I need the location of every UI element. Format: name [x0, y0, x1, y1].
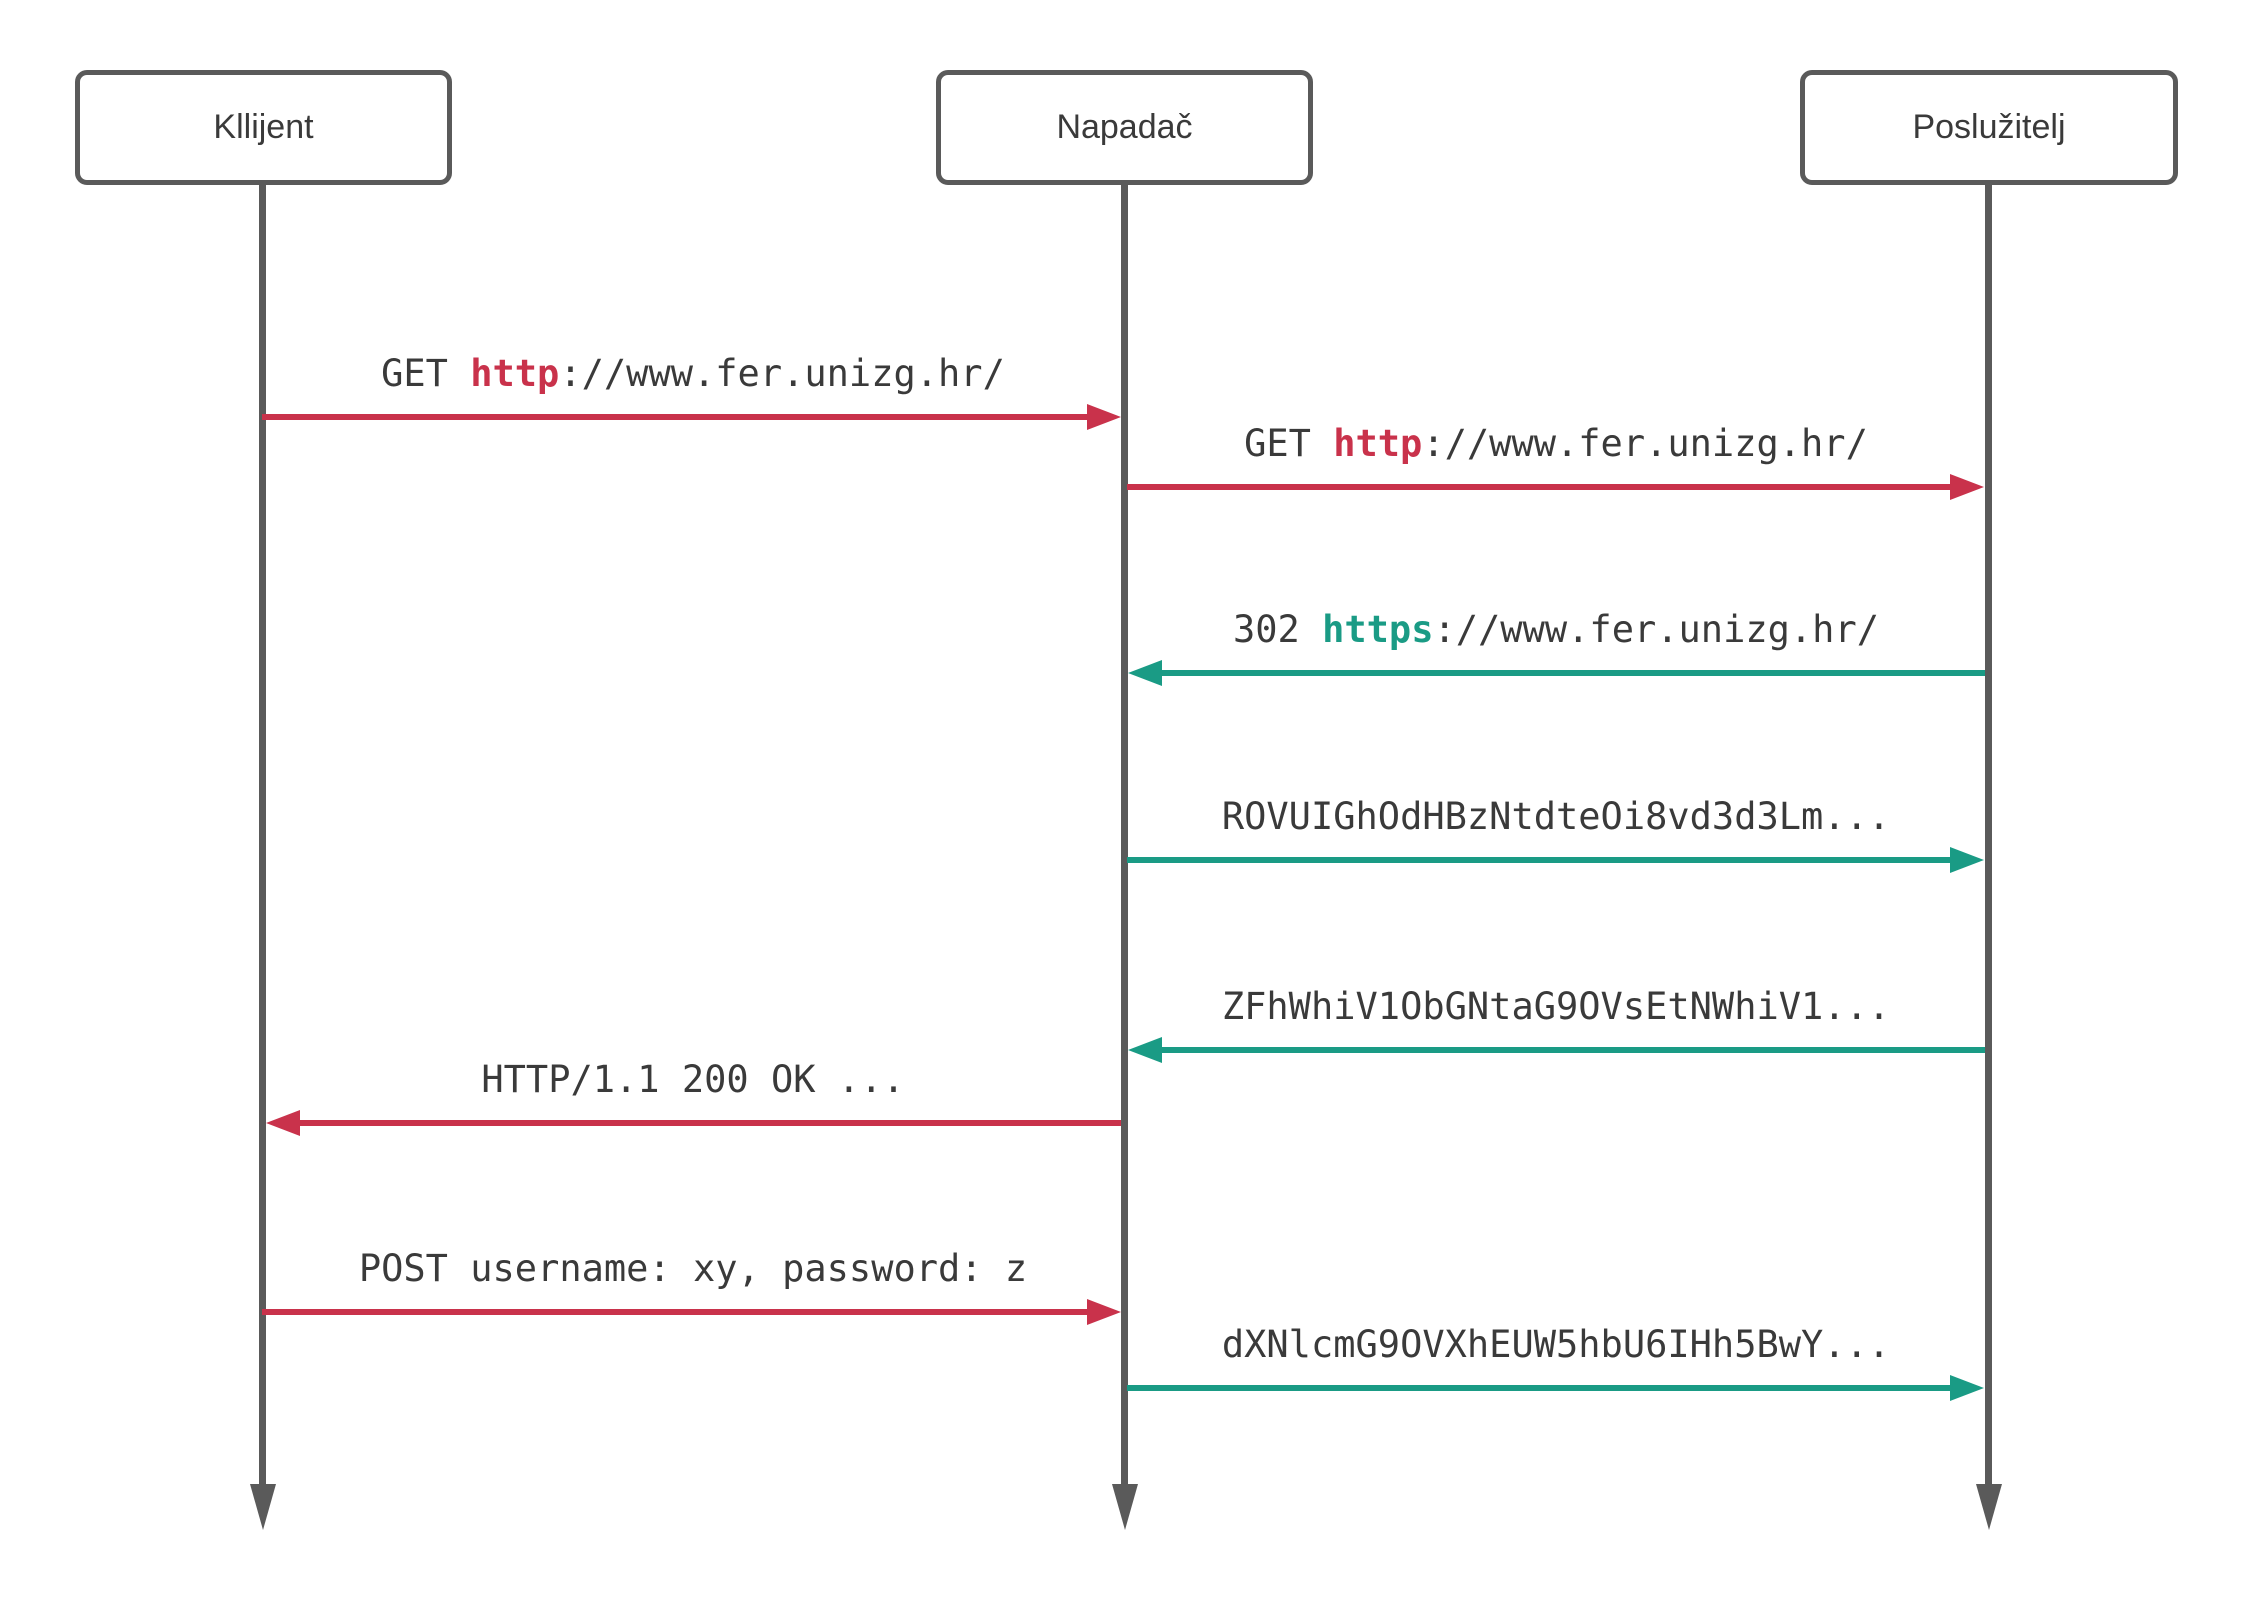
- message-3-text: 302: [1232, 608, 1323, 651]
- message-8-text: dXNlcmG9OVXhEUW5hbU6IHh5BwY...: [1221, 1323, 1891, 1366]
- message-label-3: 302 https://www.fer.unizg.hr/: [1124, 608, 1988, 652]
- arrow-server-to-attacker-2: [1162, 1047, 1985, 1053]
- message-label-5: ZFhWhiV1ObGNtaG9OVsEtNWhiV1...: [1124, 985, 1988, 1029]
- message-7-text: POST username: xy, password: z: [358, 1247, 1028, 1290]
- message-label-6: HTTP/1.1 200 OK ...: [262, 1058, 1124, 1102]
- actor-box-attacker: Napadač: [936, 70, 1313, 185]
- message-4-text: ROVUIGhOdHBzNtdteOi8vd3d3Lm...: [1221, 795, 1891, 838]
- message-1-highlight: http: [470, 352, 560, 395]
- message-3-suffix: ://www.fer.unizg.hr/: [1433, 608, 1880, 651]
- lifeline-server: [1985, 184, 1992, 1484]
- actor-box-client: Kllijent: [75, 70, 452, 185]
- message-5-text: ZFhWhiV1ObGNtaG9OVsEtNWhiV1...: [1221, 985, 1891, 1028]
- lifeline-attacker: [1121, 184, 1128, 1484]
- arrow-attacker-to-server-3: [1127, 1385, 1950, 1391]
- message-label-7: POST username: xy, password: z: [262, 1247, 1124, 1291]
- message-6-text: HTTP/1.1 200 OK ...: [481, 1058, 905, 1101]
- lifeline-client: [259, 184, 266, 1484]
- message-label-4: ROVUIGhOdHBzNtdteOi8vd3d3Lm...: [1124, 795, 1988, 839]
- message-label-8: dXNlcmG9OVXhEUW5hbU6IHh5BwY...: [1124, 1323, 1988, 1367]
- message-label-2: GET http://www.fer.unizg.hr/: [1124, 422, 1988, 466]
- actor-label-client: Kllijent: [213, 108, 314, 146]
- arrow-attacker-to-client-1: [300, 1120, 1121, 1126]
- arrow-client-to-attacker-2: [262, 1309, 1087, 1315]
- arrow-server-to-attacker-1: [1162, 670, 1985, 676]
- arrow-attacker-to-server-1: [1127, 484, 1950, 490]
- message-2-highlight: http: [1333, 422, 1423, 465]
- message-1-text: GET: [381, 352, 471, 395]
- message-label-1: GET http://www.fer.unizg.hr/: [262, 352, 1124, 396]
- arrow-client-to-attacker-1: [262, 414, 1087, 420]
- message-2-suffix: ://www.fer.unizg.hr/: [1422, 422, 1868, 465]
- actor-label-server: Poslužitelj: [1912, 108, 2066, 146]
- actor-box-server: Poslužitelj: [1800, 70, 2178, 185]
- message-3-highlight: https: [1322, 608, 1434, 651]
- arrow-attacker-to-server-2: [1127, 857, 1950, 863]
- message-2-text: GET: [1244, 422, 1334, 465]
- actor-label-attacker: Napadač: [1056, 108, 1193, 146]
- message-1-suffix: ://www.fer.unizg.hr/: [559, 352, 1005, 395]
